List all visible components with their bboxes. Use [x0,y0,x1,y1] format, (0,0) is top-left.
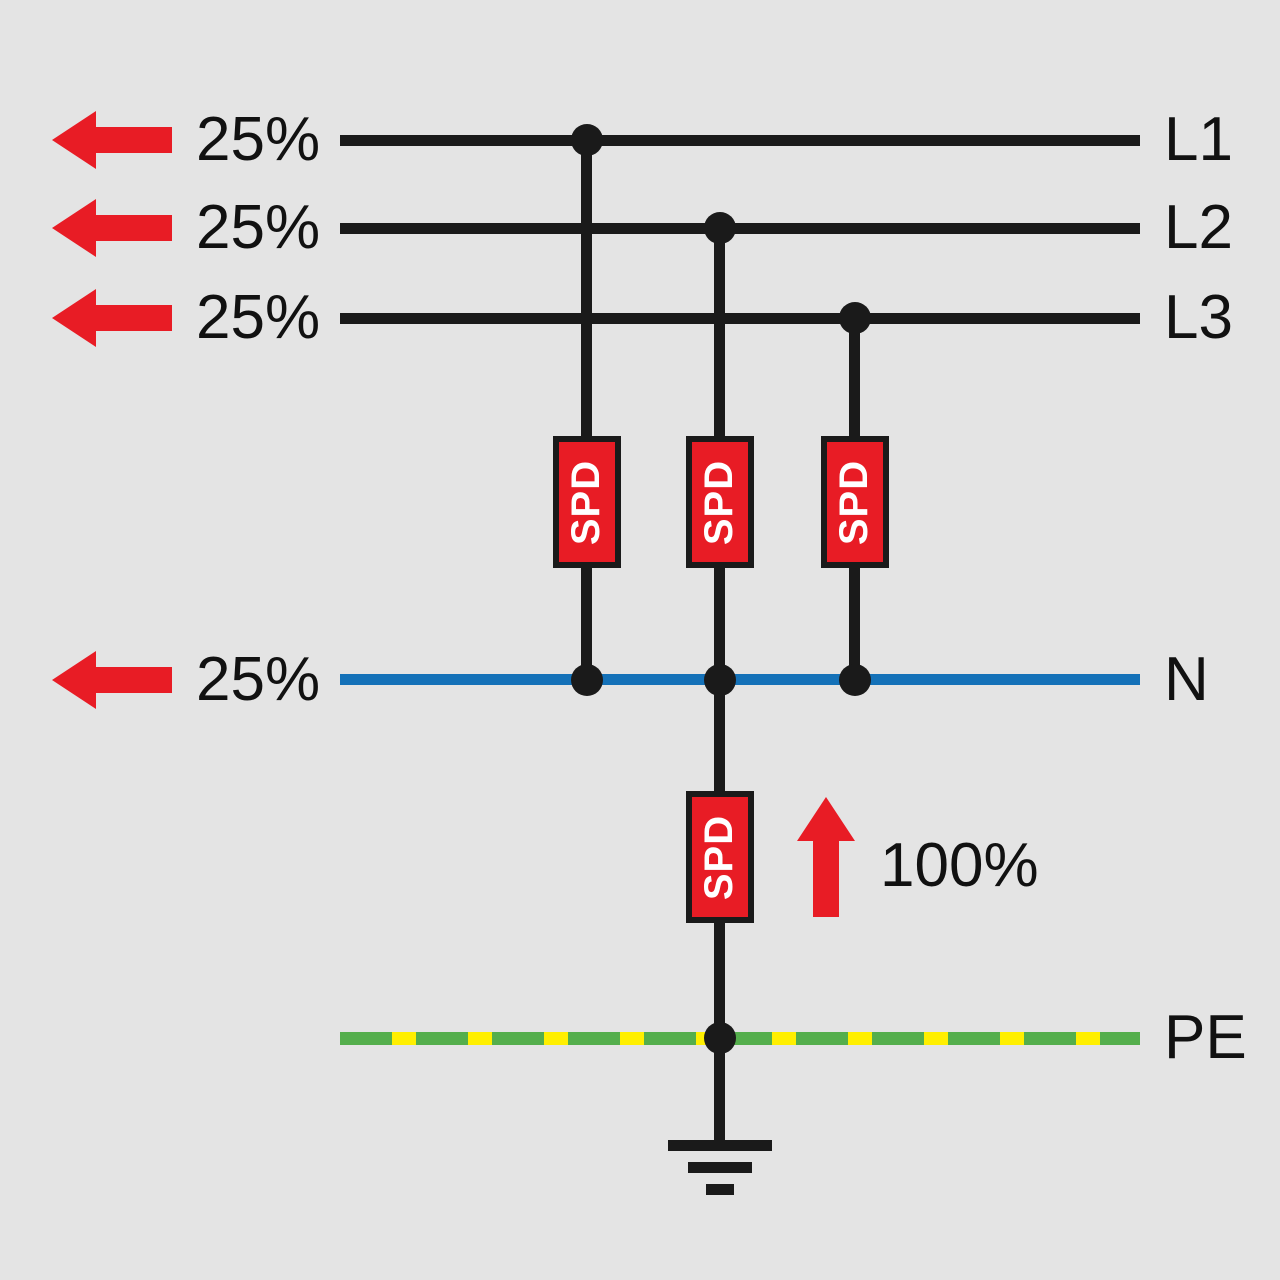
junction-pe [704,1022,736,1054]
earth-share-label: 100% [880,831,1039,900]
branch-l1-to-n [581,140,592,680]
conductor-label-n: N [1164,645,1209,714]
ground-bar-3 [706,1184,734,1195]
conductor-label-pe: PE [1164,1003,1247,1072]
conductor-line-pe [340,1032,1140,1045]
surge-share-n: 25% [196,645,321,714]
conductor-line-l1 [340,135,1140,146]
red-arrow-left-icon [52,651,172,709]
red-arrow-left-icon [52,199,172,257]
ground-bar-2 [688,1162,752,1173]
conductor-line-l2 [340,223,1140,234]
conductor-line-l3 [340,313,1140,324]
spd-box-l1: SPD [553,436,621,568]
conductor-label-l1: L1 [1164,105,1233,174]
spd-label: SPD [832,459,877,545]
red-arrow-up-icon [797,797,855,917]
conductor-line-neutral [340,674,1140,685]
junction-l1 [571,124,603,156]
conductor-label-l3: L3 [1164,283,1233,352]
red-arrow-left-icon [52,111,172,169]
spd-box-n-pe: SPD [686,791,754,923]
spd-label: SPD [564,459,609,545]
junction-n-3 [839,664,871,696]
spd-label: SPD [697,814,742,900]
junction-n-1 [571,664,603,696]
junction-n-2 [704,664,736,696]
ground-bar-1 [668,1140,772,1151]
junction-l2 [704,212,736,244]
spd-box-l3: SPD [821,436,889,568]
surge-share-l2: 25% [196,193,321,262]
conductor-label-l2: L2 [1164,193,1233,262]
junction-l3 [839,302,871,334]
red-arrow-left-icon [52,289,172,347]
spd-label: SPD [697,459,742,545]
surge-share-l3: 25% [196,283,321,352]
spd-box-l2: SPD [686,436,754,568]
surge-share-l1: 25% [196,105,321,174]
